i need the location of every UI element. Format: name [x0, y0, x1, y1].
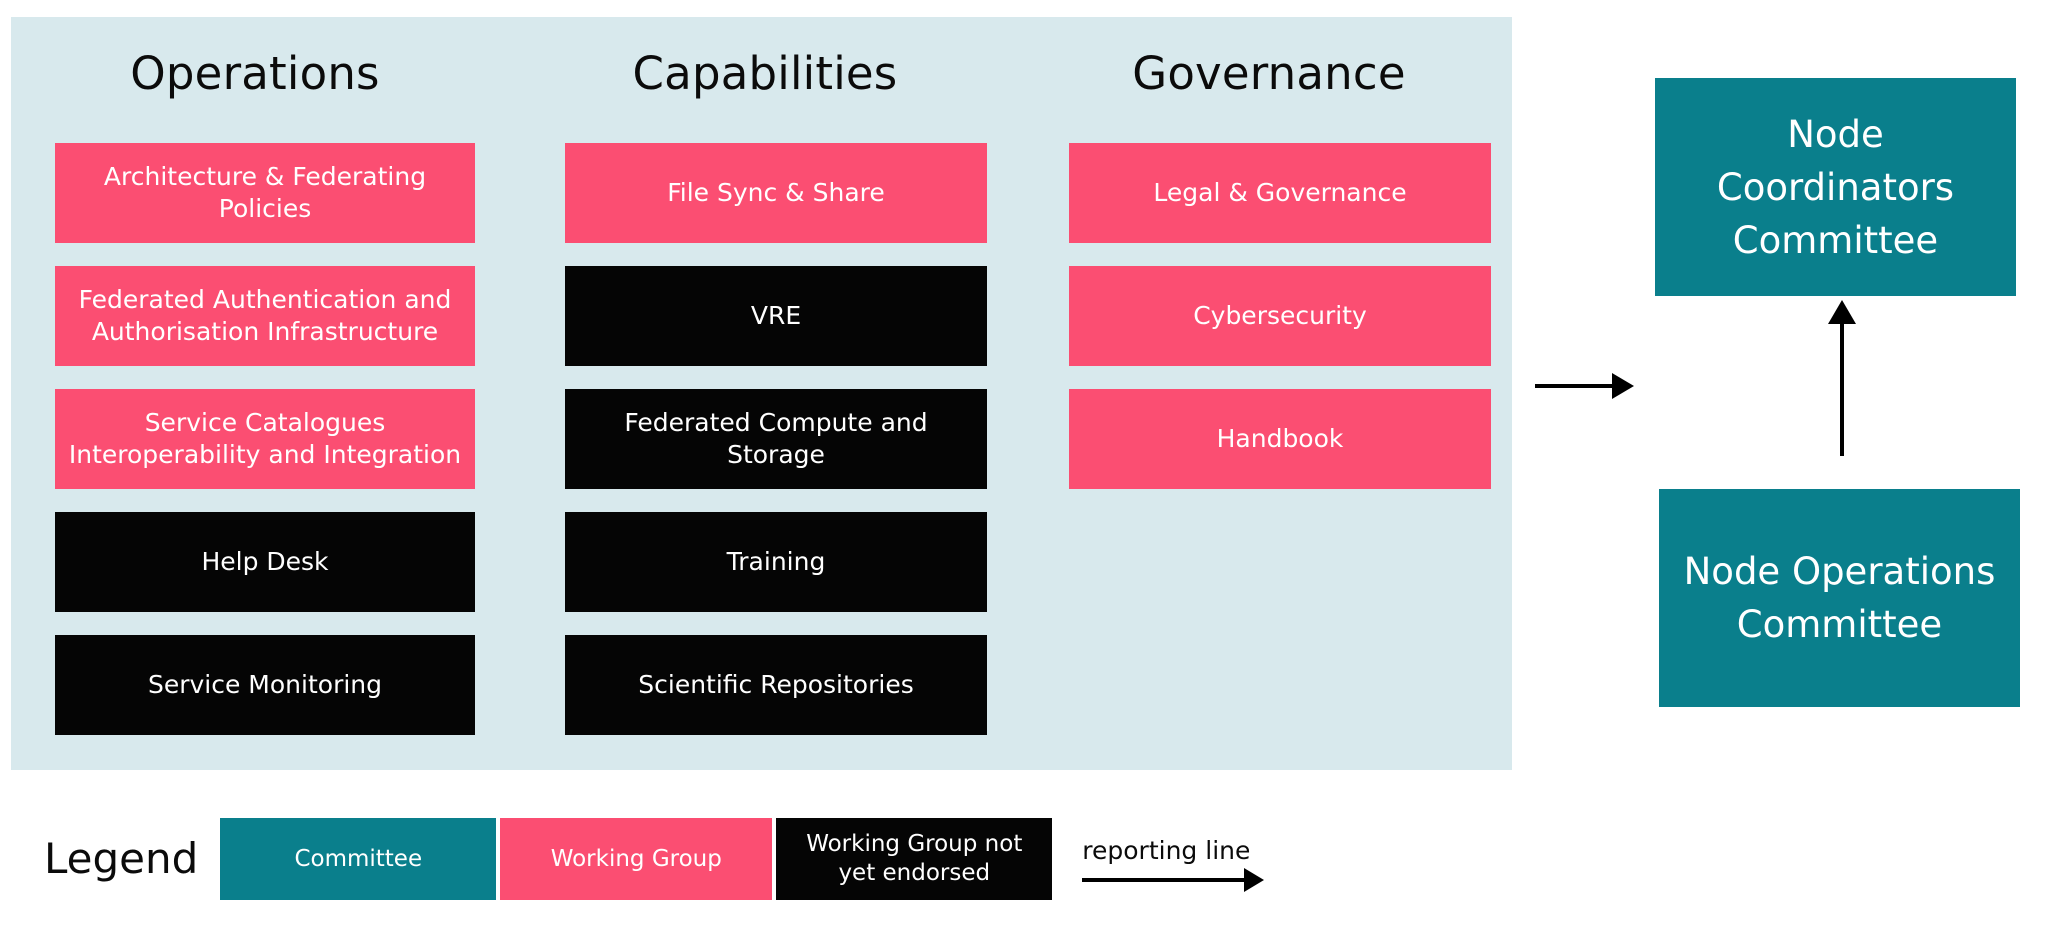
node-box-cybersecurity[interactable]: Cybersecurity — [1069, 266, 1491, 366]
column-title-capabilities: Capabilities — [632, 47, 898, 100]
node-box-vre[interactable]: VRE — [565, 266, 987, 366]
box-stack-operations: Architecture & Federating Policies Feder… — [44, 143, 475, 735]
committee-box-node-coordinators[interactable]: Node Coordinators Committee — [1655, 78, 2016, 296]
node-box-training[interactable]: Training — [565, 512, 987, 612]
reporting-arrow-operations-to-coordinators-line — [1840, 320, 1844, 456]
column-operations: Operations Architecture & Federating Pol… — [44, 45, 475, 758]
column-capabilities: Capabilities File Sync & Share VRE Feder… — [554, 45, 987, 758]
box-stack-governance: Legal & Governance Cybersecurity Handboo… — [1058, 143, 1491, 489]
reporting-arrow-operations-to-coordinators-head-icon — [1828, 300, 1856, 324]
node-box-handbook[interactable]: Handbook — [1069, 389, 1491, 489]
legend-swatch-working-group: Working Group — [500, 818, 773, 900]
column-title-governance: Governance — [1132, 47, 1406, 100]
node-box-legal-governance[interactable]: Legal & Governance — [1069, 143, 1491, 243]
legend-reporting-line: reporting line — [1082, 818, 1282, 900]
committee-box-node-operations[interactable]: Node Operations Committee — [1659, 489, 2020, 707]
node-box-service-monitoring[interactable]: Service Monitoring — [55, 635, 475, 735]
node-box-architecture-federating-policies[interactable]: Architecture & Federating Policies — [55, 143, 475, 243]
node-box-help-desk[interactable]: Help Desk — [55, 512, 475, 612]
column-governance: Governance Legal & Governance Cybersecur… — [1058, 45, 1491, 512]
node-box-service-catalogues-interoperability[interactable]: Service Catalogues Interoperability and … — [55, 389, 475, 489]
matrix-panel: Operations Architecture & Federating Pol… — [11, 17, 1512, 770]
node-box-file-sync-share[interactable]: File Sync & Share — [565, 143, 987, 243]
legend-title: Legend — [44, 834, 199, 883]
reporting-arrow-matrix-to-committee-line — [1535, 384, 1623, 388]
node-box-federated-compute-and-storage[interactable]: Federated Compute and Storage — [565, 389, 987, 489]
legend-swatch-working-group-not-yet-endorsed: Working Group not yet endorsed — [776, 818, 1053, 900]
legend: Legend Committee Working Group Working G… — [44, 818, 1282, 900]
legend-reporting-arrow-head-icon — [1244, 868, 1265, 892]
node-box-federated-authentication-authorisation[interactable]: Federated Authentication and Authorisati… — [55, 266, 475, 366]
reporting-arrow-matrix-to-committee-head-icon — [1612, 373, 1634, 399]
box-stack-capabilities: File Sync & Share VRE Federated Compute … — [554, 143, 987, 735]
legend-reporting-line-label: reporting line — [1082, 836, 1251, 865]
legend-reporting-line-shaft — [1082, 878, 1253, 882]
node-box-scientific-repositories[interactable]: Scientific Repositories — [565, 635, 987, 735]
column-title-operations: Operations — [130, 47, 380, 100]
legend-swatch-committee: Committee — [220, 818, 497, 900]
